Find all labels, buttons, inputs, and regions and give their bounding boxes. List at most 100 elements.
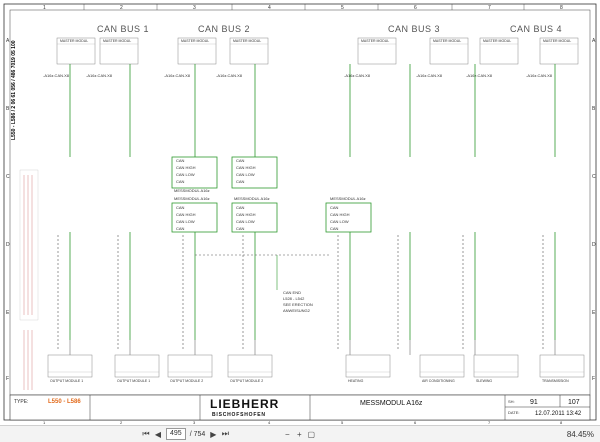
svg-text:SEE ERECTION: SEE ERECTION (283, 302, 313, 307)
svg-text:CAN LOW: CAN LOW (236, 172, 255, 177)
column-label: 7 (488, 5, 491, 11)
svg-text:CAN: CAN (176, 226, 185, 231)
bottom-module[interactable]: SLEWING (473, 354, 519, 383)
bottom-module[interactable]: AIR CONDITIONING (419, 354, 465, 383)
row-label-right: B (592, 106, 596, 112)
bottom-module[interactable]: OUTPUT MODULE 2 (167, 354, 213, 383)
svg-text:MASTER MODUL: MASTER MODUL (361, 39, 389, 43)
can-bus-1-label: CAN BUS 1 (97, 24, 149, 34)
top-module[interactable]: MASTER MODUL (539, 37, 579, 65)
svg-text:TRANSMISSION: TRANSMISSION (542, 379, 569, 383)
svg-text:MASTER MODUL: MASTER MODUL (60, 39, 88, 43)
column-label: 3 (193, 5, 196, 11)
can-bus-3-label: CAN BUS 3 (388, 24, 440, 34)
svg-text:OUTPUT MODULE 2: OUTPUT MODULE 2 (170, 379, 203, 383)
svg-text:CAN: CAN (236, 158, 245, 163)
svg-text:CAN LOW: CAN LOW (330, 219, 349, 224)
sheet-label: SH: (508, 399, 515, 404)
sheet-description: MESSMODUL A16z (360, 400, 423, 407)
top-module[interactable]: MASTER MODUL (56, 37, 96, 65)
wires (57, 64, 556, 355)
zoom-out-icon[interactable]: − (284, 429, 290, 439)
column-label: 6 (414, 5, 417, 11)
top-module[interactable]: MASTER MODUL (357, 37, 397, 65)
bottom-module[interactable]: TRANSMISSION (539, 354, 585, 383)
svg-text:CAN LOW: CAN LOW (176, 172, 195, 177)
svg-text:MASTER MODUL: MASTER MODUL (433, 39, 461, 43)
page-total: 754 (193, 430, 206, 438)
messmodul-lower-left-title: MESSMODUL A16z (174, 196, 210, 201)
column-label: 4 (268, 5, 271, 11)
svg-text:MASTER MODUL: MASTER MODUL (103, 39, 131, 43)
svg-text:CAN: CAN (176, 158, 185, 163)
row-label: D (6, 242, 10, 248)
messmodul-lower-right-title: MESSMODUL A16z (234, 196, 270, 201)
sheet-number: 91 (530, 399, 538, 406)
pdf-viewer-toolbar: ⏮ ◀ 495 / 754 ▶ ⏭ − + ▢ 84.45% (0, 425, 600, 442)
svg-text:CAN LOW: CAN LOW (176, 219, 195, 224)
bottom-module[interactable]: OUTPUT MODULE 2 (227, 354, 273, 383)
svg-text:CAN: CAN (236, 205, 245, 210)
top-module[interactable]: MASTER MODUL (429, 37, 469, 65)
next-page-icon[interactable]: ▶ (210, 429, 217, 439)
svg-text:CAN: CAN (236, 226, 245, 231)
messmodul-lower-right[interactable]: MESSMODUL A16z CAN CAN HIGH CAN LOW CAN (231, 196, 278, 233)
svg-text:ANWEISUNG2: ANWEISUNG2 (283, 308, 311, 313)
messmodul-upper-right[interactable]: CAN CAN HIGH CAN LOW CAN (231, 156, 278, 189)
top-module-row: MASTER MODUL -A16z.CAN.X8 MASTER MODUL -A16… (43, 37, 579, 78)
messmodul-lower-left[interactable]: MESSMODUL A16z CAN CAN HIGH CAN LOW CAN (171, 196, 218, 233)
can-end-annotation: CAN END L528 - L542 SEE ERECTION ANWEISU… (283, 290, 313, 313)
svg-text:L528 - L542: L528 - L542 (283, 296, 305, 301)
svg-text:OUTPUT MODULE 2: OUTPUT MODULE 2 (230, 379, 263, 383)
messmodul-upper-left[interactable]: CAN CAN HIGH CAN LOW CAN MESSMODUL A16z (171, 156, 218, 193)
last-page-icon[interactable]: ⏭ (221, 429, 229, 438)
top-module[interactable]: MASTER MODUL (99, 37, 139, 65)
top-module-ref: -A16z.CAN.X8 (164, 73, 191, 78)
column-label-bottom: 2 (120, 420, 123, 425)
top-module[interactable]: MASTER MODUL (177, 37, 217, 65)
first-page-icon[interactable]: ⏮ (142, 429, 150, 438)
messmodul-third[interactable]: MESSMODUL A16z CAN CAN HIGH CAN LOW CAN (325, 196, 372, 233)
column-label-bottom: 5 (341, 420, 344, 425)
column-label: 8 (560, 5, 563, 11)
bottom-module[interactable]: OUTPUT MODULE 1 (47, 354, 93, 383)
fit-page-icon[interactable]: ▢ (307, 429, 316, 439)
column-label: 2 (120, 5, 123, 11)
title-block: TYPE: L550 - L586 LIEBHERR BISCHOFSHOFEN… (9, 394, 591, 421)
column-label: 5 (341, 5, 344, 11)
svg-text:CAN END: CAN END (283, 290, 301, 295)
row-label: A (6, 38, 10, 44)
prev-page-icon[interactable]: ◀ (154, 429, 162, 439)
column-label-bottom: 6 (414, 420, 417, 425)
svg-text:CAN LOW: CAN LOW (236, 219, 255, 224)
zoom-in-icon[interactable]: + (296, 429, 302, 439)
row-label: F (6, 376, 9, 382)
sheet-frame (3, 3, 597, 421)
svg-text:CAN HIGH: CAN HIGH (330, 212, 350, 217)
messmodul-upper-left-title: MESSMODUL A16z (174, 188, 210, 193)
column-label-bottom: 4 (268, 420, 271, 425)
svg-text:MASTER MODUL: MASTER MODUL (181, 39, 209, 43)
svg-text:OUTPUT MODULE 1: OUTPUT MODULE 1 (117, 379, 150, 383)
top-module-ref: -A16z.CAN.X8 (216, 73, 243, 78)
row-label: E (6, 310, 10, 316)
page-number-input[interactable]: 495 (166, 428, 186, 440)
messmodul-third-title: MESSMODUL A16z (330, 196, 366, 201)
top-module[interactable]: MASTER MODUL (479, 37, 519, 65)
legal-notice-vertical (19, 169, 39, 390)
can-bus-2-label: CAN BUS 2 (198, 24, 250, 34)
svg-text:CAN HIGH: CAN HIGH (236, 212, 256, 217)
zoom-level[interactable]: 84.45% (566, 429, 594, 439)
bottom-module[interactable]: HEATING (345, 354, 391, 383)
svg-text:CAN HIGH: CAN HIGH (236, 165, 256, 170)
row-label-right: A (592, 38, 596, 44)
row-label: B (6, 106, 10, 112)
column-label-bottom: 1 (43, 420, 46, 425)
date-value: 12.07.2011 13:42 (535, 411, 582, 417)
bottom-module[interactable]: OUTPUT MODULE 1 (114, 354, 160, 383)
top-module[interactable]: MASTER MODUL (229, 37, 269, 65)
column-label: 1 (43, 5, 46, 11)
